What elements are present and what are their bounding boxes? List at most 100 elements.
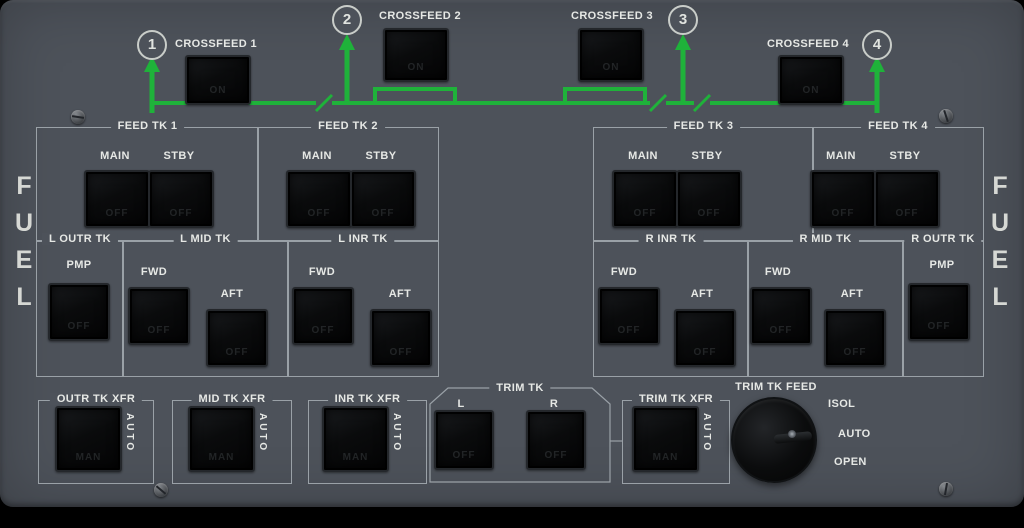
screw-top-left bbox=[71, 110, 85, 124]
feed-tk-3-main-legend: OFF bbox=[633, 208, 657, 219]
crossfeed-1-button[interactable]: ON bbox=[185, 55, 251, 105]
r-outr-tk-section: R OUTR TK bbox=[902, 233, 984, 377]
trim-tk-xfr-auto-label: AUTO bbox=[701, 413, 712, 454]
feed-tk-1-title: FEED TK 1 bbox=[110, 120, 185, 132]
feed-tk-1-stby-pump-button[interactable]: OFF bbox=[148, 170, 214, 228]
crossfeed-1-number-badge: 1 bbox=[137, 30, 167, 60]
feed-tk-2-stby-legend: OFF bbox=[371, 208, 395, 219]
l-mid-aft-label: AFT bbox=[220, 288, 244, 300]
l-outr-tk-pmp-button[interactable]: OFF bbox=[48, 283, 110, 341]
l-inr-tk-aft-pump-button[interactable]: OFF bbox=[370, 309, 432, 367]
screw-top-right bbox=[939, 109, 953, 123]
r-inr-tk-title: R INR TK bbox=[638, 233, 704, 245]
panel-faceplate: 1 2 3 4 CROSSFEED 1 CROSSFEED 2 CROSSFEE… bbox=[0, 0, 1024, 507]
l-inr-tk-title: L INR TK bbox=[331, 233, 395, 245]
feed-tk-2-main-pump-button[interactable]: OFF bbox=[286, 170, 352, 228]
feed-tk-4-main-pump-button[interactable]: OFF bbox=[810, 170, 876, 228]
l-mid-tk-fwd-pump-button[interactable]: OFF bbox=[128, 287, 190, 345]
trim-feed-open-label: OPEN bbox=[834, 456, 867, 468]
inr-tk-xfr-button[interactable]: MAN bbox=[322, 406, 389, 472]
crossfeed-2-label: CROSSFEED 2 bbox=[378, 10, 462, 22]
trim-tk-l-pump-button[interactable]: OFF bbox=[434, 410, 494, 470]
crossfeed-1-label: CROSSFEED 1 bbox=[174, 38, 258, 50]
r-inr-tk-section: R INR TK bbox=[593, 233, 749, 377]
l-inr-fwd-label: FWD bbox=[308, 266, 336, 278]
l-outr-pmp-label: PMP bbox=[66, 259, 92, 271]
crossfeed-4-button[interactable]: ON bbox=[778, 55, 844, 105]
feed-tk-4-title: FEED TK 4 bbox=[861, 120, 935, 132]
feed-tk-3-title: FEED TK 3 bbox=[666, 120, 741, 132]
r-mid-tk-title: R MID TK bbox=[792, 233, 859, 245]
trim-tk-l-label: L bbox=[457, 398, 465, 410]
feed-tk-1-main-label: MAIN bbox=[100, 150, 130, 162]
trim-tk-l-legend: OFF bbox=[452, 450, 476, 461]
crossfeed-2-number-badge: 2 bbox=[332, 5, 362, 35]
feed-tk-2-title: FEED TK 2 bbox=[311, 120, 385, 132]
trim-tk-r-pump-button[interactable]: OFF bbox=[526, 410, 586, 470]
feed-tk-1-main-pump-button[interactable]: OFF bbox=[84, 170, 150, 228]
crossfeed-4-button-legend: ON bbox=[802, 85, 820, 96]
l-inr-fwd-legend: OFF bbox=[311, 325, 335, 336]
mid-tk-xfr-button[interactable]: MAN bbox=[188, 406, 255, 472]
feed-tk-1-stby-label: STBY bbox=[163, 150, 195, 162]
feed-tk-3-stby-pump-button[interactable]: OFF bbox=[676, 170, 742, 228]
crossfeed-4-number-badge: 4 bbox=[862, 30, 892, 60]
inr-tk-xfr-section: INR TK XFR bbox=[308, 393, 427, 484]
outr-tk-xfr-section: OUTR TK XFR bbox=[38, 393, 154, 484]
outr-tk-xfr-title: OUTR TK XFR bbox=[49, 393, 143, 405]
outr-tk-xfr-button[interactable]: MAN bbox=[55, 406, 122, 472]
screw-bottom-left bbox=[154, 483, 168, 497]
trim-tk-r-legend: OFF bbox=[544, 450, 568, 461]
outr-tk-xfr-auto-label: AUTO bbox=[124, 413, 135, 454]
feed-tk-3-section: FEED TK 3 bbox=[593, 120, 814, 242]
l-inr-tk-fwd-pump-button[interactable]: OFF bbox=[292, 287, 354, 345]
feed-tk-1-main-legend: OFF bbox=[105, 208, 129, 219]
r-mid-tk-aft-pump-button[interactable]: OFF bbox=[824, 309, 886, 367]
knob-glint bbox=[788, 430, 796, 438]
l-outr-tk-section: L OUTR TK bbox=[36, 233, 124, 377]
r-inr-fwd-label: FWD bbox=[610, 266, 638, 278]
l-mid-tk-aft-pump-button[interactable]: OFF bbox=[206, 309, 268, 367]
trim-tk-title: TRIM TK bbox=[489, 382, 551, 394]
mid-tk-xfr-title: MID TK XFR bbox=[191, 393, 273, 405]
trim-tk-xfr-title: TRIM TK XFR bbox=[631, 393, 721, 405]
feed-tk-3-main-pump-button[interactable]: OFF bbox=[612, 170, 678, 228]
r-inr-tk-fwd-pump-button[interactable]: OFF bbox=[598, 287, 660, 345]
trim-feed-auto-label: AUTO bbox=[838, 428, 871, 440]
trim-tk-r-label: R bbox=[549, 398, 559, 410]
crossfeed-3-button[interactable]: ON bbox=[578, 28, 644, 82]
crossfeed-2-button[interactable]: ON bbox=[383, 28, 449, 82]
trim-tk-xfr-section: TRIM TK XFR bbox=[622, 393, 730, 484]
r-mid-tk-fwd-pump-button[interactable]: OFF bbox=[750, 287, 812, 345]
inr-tk-xfr-legend: MAN bbox=[342, 452, 369, 463]
crossfeed-1-button-legend: ON bbox=[209, 85, 227, 96]
l-inr-aft-legend: OFF bbox=[389, 347, 413, 358]
r-outr-tk-pmp-button[interactable]: OFF bbox=[908, 283, 970, 341]
l-mid-fwd-legend: OFF bbox=[147, 325, 171, 336]
fuel-label-left: FUEL bbox=[10, 172, 38, 320]
l-inr-aft-label: AFT bbox=[388, 288, 412, 300]
mid-tk-xfr-section: MID TK XFR bbox=[172, 393, 292, 484]
r-inr-tk-aft-pump-button[interactable]: OFF bbox=[674, 309, 736, 367]
r-mid-tk-section: R MID TK bbox=[747, 233, 904, 377]
trim-tk-feed-selector-knob[interactable] bbox=[731, 397, 817, 483]
feed-tk-4-main-label: MAIN bbox=[826, 150, 856, 162]
feed-tk-2-stby-pump-button[interactable]: OFF bbox=[350, 170, 416, 228]
trim-tk-xfr-legend: MAN bbox=[652, 452, 679, 463]
r-inr-aft-legend: OFF bbox=[693, 347, 717, 358]
r-inr-fwd-legend: OFF bbox=[617, 325, 641, 336]
crossfeed-2-button-legend: ON bbox=[407, 62, 425, 73]
feed-tk-4-stby-legend: OFF bbox=[895, 208, 919, 219]
r-mid-aft-label: AFT bbox=[840, 288, 864, 300]
feed-tk-4-stby-pump-button[interactable]: OFF bbox=[874, 170, 940, 228]
crossfeed-4-label: CROSSFEED 4 bbox=[766, 38, 850, 50]
r-outr-pmp-legend: OFF bbox=[927, 321, 951, 332]
inr-tk-xfr-title: INR TK XFR bbox=[327, 393, 408, 405]
trim-tk-xfr-button[interactable]: MAN bbox=[632, 406, 699, 472]
feed-tk-2-section: FEED TK 2 bbox=[257, 120, 439, 242]
feed-tk-4-main-legend: OFF bbox=[831, 208, 855, 219]
inr-tk-xfr-auto-label: AUTO bbox=[391, 413, 402, 454]
r-inr-aft-label: AFT bbox=[690, 288, 714, 300]
l-outr-tk-title: L OUTR TK bbox=[41, 233, 119, 245]
